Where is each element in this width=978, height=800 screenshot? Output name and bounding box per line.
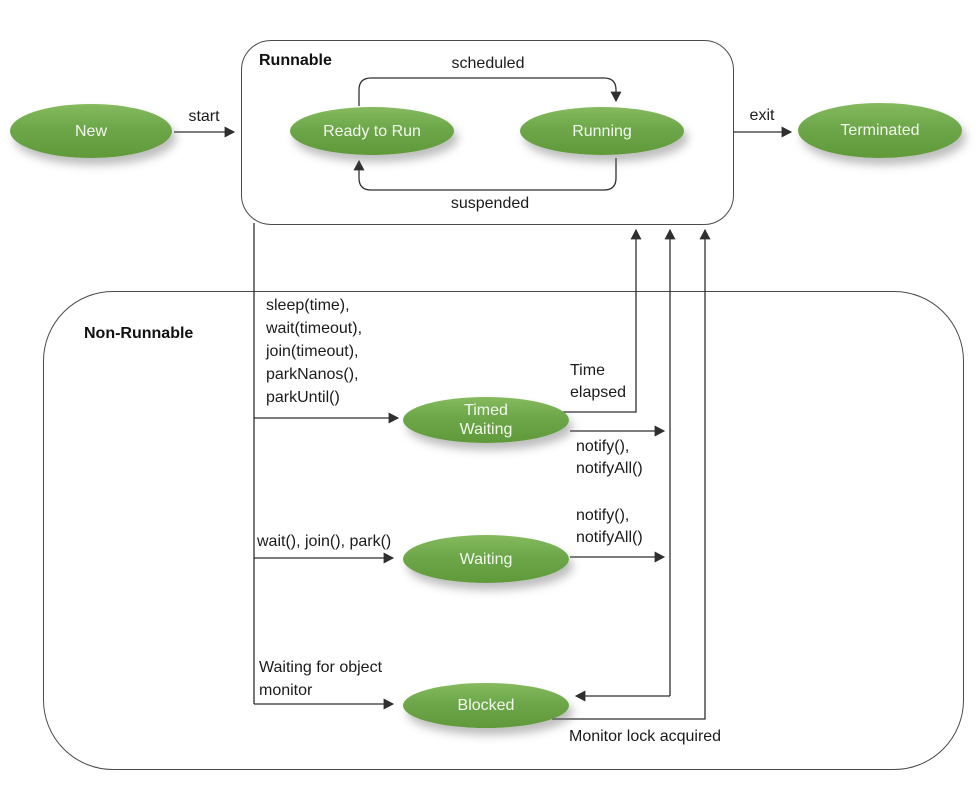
state-label-running: Running xyxy=(572,122,632,140)
transition-label-time-elapsed: Time elapsed xyxy=(570,362,627,401)
state-ellipse-blocked: Blocked xyxy=(403,683,569,728)
transition-label-monitor-lock-acquired: Monitor lock acquired xyxy=(569,728,722,745)
state-ellipse-new: New xyxy=(10,104,172,158)
runnable-group-title: Runnable xyxy=(259,52,332,69)
transition-label-to-blocked: Waiting for object monitor xyxy=(259,659,383,699)
state-ellipse-timed-waiting: Timed Waiting xyxy=(403,397,569,443)
transition-label-start: start xyxy=(188,108,220,125)
transition-label-exit: exit xyxy=(749,107,775,124)
transition-label-scheduled: scheduled xyxy=(451,55,525,72)
transition-label-suspended: suspended xyxy=(450,195,530,212)
state-label-terminated: Terminated xyxy=(840,122,920,139)
transition-label-timed-waiting-notify: notify(), notifyAll() xyxy=(576,438,643,477)
state-label-ready-to-run: Ready to Run xyxy=(323,122,421,140)
state-ellipse-waiting: Waiting xyxy=(403,535,569,583)
state-label-waiting: Waiting xyxy=(459,550,513,568)
state-ellipse-terminated: Terminated xyxy=(798,103,962,158)
transition-label-to-waiting: wait(), join(), park() xyxy=(257,533,392,550)
transition-label-to-timed-waiting: sleep(time), wait(timeout), join(timeout… xyxy=(266,297,363,406)
state-label-blocked: Blocked xyxy=(457,697,515,714)
state-ellipse-ready-to-run: Ready to Run xyxy=(290,107,454,155)
non-runnable-group-title: Non-Runnable xyxy=(84,325,194,342)
transition-label-waiting-notify: notify(), notifyAll() xyxy=(576,507,643,546)
state-label-timed-waiting: Timed Waiting xyxy=(459,402,513,438)
non-runnable-group-box xyxy=(43,291,964,770)
state-ellipse-running: Running xyxy=(520,107,684,155)
state-label-new: New xyxy=(74,122,107,140)
